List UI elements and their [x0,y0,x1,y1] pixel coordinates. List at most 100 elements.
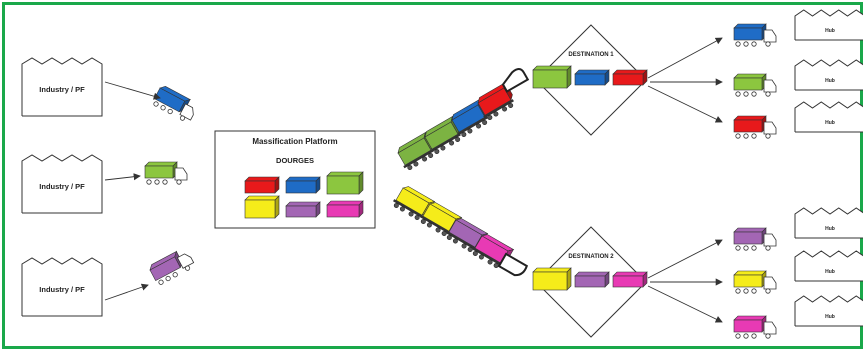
wagon-wheel [414,215,420,221]
truck-cab [763,233,777,247]
truck-wheel [158,279,164,285]
destination-box-green [532,65,572,89]
truck-wheel [165,275,171,282]
wagon-wheel [413,161,419,167]
dest-truck-2-3 [733,315,777,339]
truck-cargo [733,270,767,288]
hub-1-3: Hub [794,101,863,133]
train-wagon-4 [472,234,515,269]
hub-2-3: Hub [794,295,863,327]
truck-cab [763,276,777,290]
destination-2: DESTINATION 2 [532,226,648,338]
wagon-chassis [420,215,451,235]
locomotive-nose [497,252,528,277]
wagon-wheel [452,238,458,244]
truck-cargo [733,227,767,245]
wagon-wheel [467,247,473,253]
truck-cab [763,321,777,335]
wagon-wheel [472,251,478,257]
destination-label: DESTINATION 1 [568,52,614,58]
wagon-wheel [440,145,446,151]
hub-outline [794,101,863,133]
destination-box-purple [574,271,610,288]
wagon-chassis [446,231,477,251]
hub-1-2: Hub [794,59,863,91]
arrow-source-1 [104,81,161,100]
wagon-wheel [393,203,399,209]
truck-wheel [184,265,191,271]
hub-label: Hub [825,314,835,320]
wagon-wheel [426,222,432,228]
train-1 [397,68,530,171]
wagon-wheel [467,128,473,134]
hub-label: Hub [825,226,835,232]
locomotive [501,68,530,93]
truck-wheel [735,91,741,97]
truck-cargo [733,23,767,41]
truck-wheel [162,179,168,185]
wagon-wheel [446,235,452,241]
truck-cargo [733,73,767,91]
truck-cargo [153,86,191,113]
train-wagon-4 [477,81,514,121]
wagon-wheel [482,120,488,126]
truck-wheel [735,245,741,251]
wagon-wheel [502,106,508,112]
platform-box-yellow [244,195,280,219]
truck-wheel [765,133,771,139]
hub-1-1: Hub [794,9,863,41]
destination-label: DESTINATION 2 [568,254,614,260]
truck-wheel [743,133,749,139]
truck-wheel [743,245,749,251]
truck-wheel [765,245,771,251]
wagon-wheel [461,243,467,249]
arrow-dest-1-1 [647,37,723,79]
hub-label: Hub [825,28,835,34]
wagon-wheel [476,123,482,129]
truck-cargo [144,161,178,179]
truck-cab [176,253,195,269]
hub-label: Hub [825,269,835,275]
truck-wheel [751,333,757,339]
truck-cargo [733,315,767,333]
wagon-wheel [461,132,467,138]
hub-outline [794,207,863,239]
truck-wheel [735,41,741,47]
wagon-wheel [455,137,461,143]
destination-box-blue [574,69,610,86]
destination-box-yellow [532,267,572,291]
wagon-wheel [428,153,434,159]
truck-wheel [765,288,771,294]
train-wagon-1 [393,186,436,221]
hub-2-1: Hub [794,207,863,239]
wagon-chassis [483,99,514,119]
dest-truck-1-2 [733,73,777,97]
source-truck-2 [144,161,188,185]
truck-wheel [765,333,771,339]
arrow-dest-2-1 [647,239,723,279]
truck-wheel [172,272,178,278]
platform-box-blue [285,176,321,194]
destination-1: DESTINATION 1 [532,24,648,136]
wagon-chassis [472,247,503,267]
factory-outline [21,57,103,117]
dest-truck-1-3 [733,115,777,139]
dest-truck-2-2 [733,270,777,294]
truck-wheel [751,245,757,251]
factory-label: Industry / PF [39,182,85,191]
truck-wheel [751,288,757,294]
wagon-wheel [478,254,484,260]
truck-wheel [153,101,159,107]
truck-wheel [743,41,749,47]
factory-3: Industry / PF [21,257,103,317]
hub-2-2: Hub [794,250,863,282]
destination-box-magenta [612,271,648,288]
locomotive [497,252,528,277]
wagon-wheel [408,211,414,217]
hub-outline [794,295,863,327]
hub-outline [794,250,863,282]
